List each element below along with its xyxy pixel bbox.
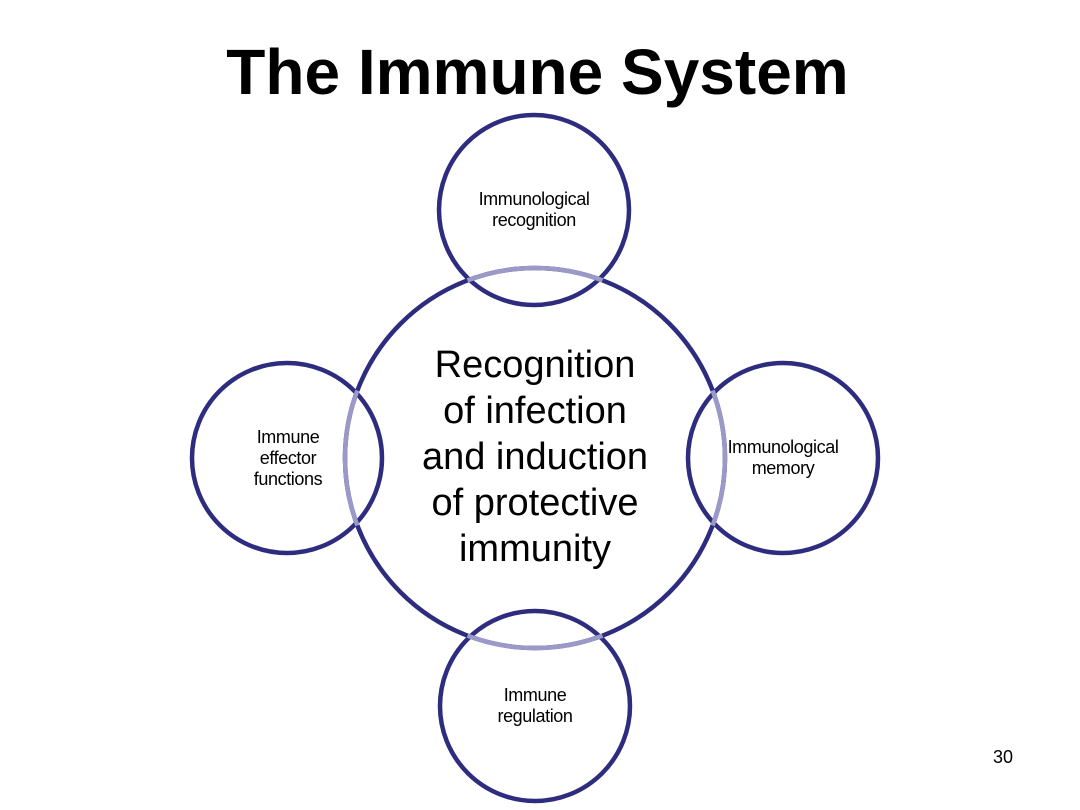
- node-label-line: recognition: [492, 210, 576, 230]
- node-label-line: Immunological: [478, 189, 590, 209]
- node-label-line: Immune: [503, 685, 567, 705]
- node-label-immunological-recognition: Immunological recognition: [459, 189, 609, 231]
- center-label-line: Recognition: [434, 344, 636, 386]
- center-label-line: and induction: [421, 436, 649, 478]
- node-label-line: memory: [751, 458, 815, 478]
- page-number: 30: [992, 747, 1014, 767]
- center-label-line: immunity: [458, 528, 612, 570]
- node-label-immune-regulation: Immune regulation: [460, 685, 610, 727]
- node-label-immune-effector-functions: Immune effector functions: [213, 427, 363, 490]
- node-circle-bottom: [437, 608, 633, 804]
- node-label-line: effector: [259, 448, 317, 468]
- node-label-immunological-memory: Immunological memory: [708, 437, 858, 479]
- node-circle-left: [189, 360, 385, 556]
- overlap-arc-left: [342, 389, 360, 527]
- overlap-arc-bottom: [466, 633, 604, 651]
- node-label-line: Immunological: [727, 437, 839, 457]
- slide-title: The Immune System: [226, 36, 849, 108]
- node-label-line: Immune: [256, 427, 320, 447]
- center-label-line: of infection: [443, 390, 627, 432]
- overlap-arc-right: [710, 389, 728, 527]
- node-circle-top: [436, 112, 632, 308]
- center-label-line: of protective: [431, 482, 639, 524]
- overlap-arc-top: [466, 265, 604, 283]
- node-label-line: regulation: [497, 706, 573, 726]
- center-label: Recognition of infection and induction o…: [385, 342, 685, 572]
- node-label-line: functions: [253, 469, 323, 489]
- node-circle-right: [685, 360, 881, 556]
